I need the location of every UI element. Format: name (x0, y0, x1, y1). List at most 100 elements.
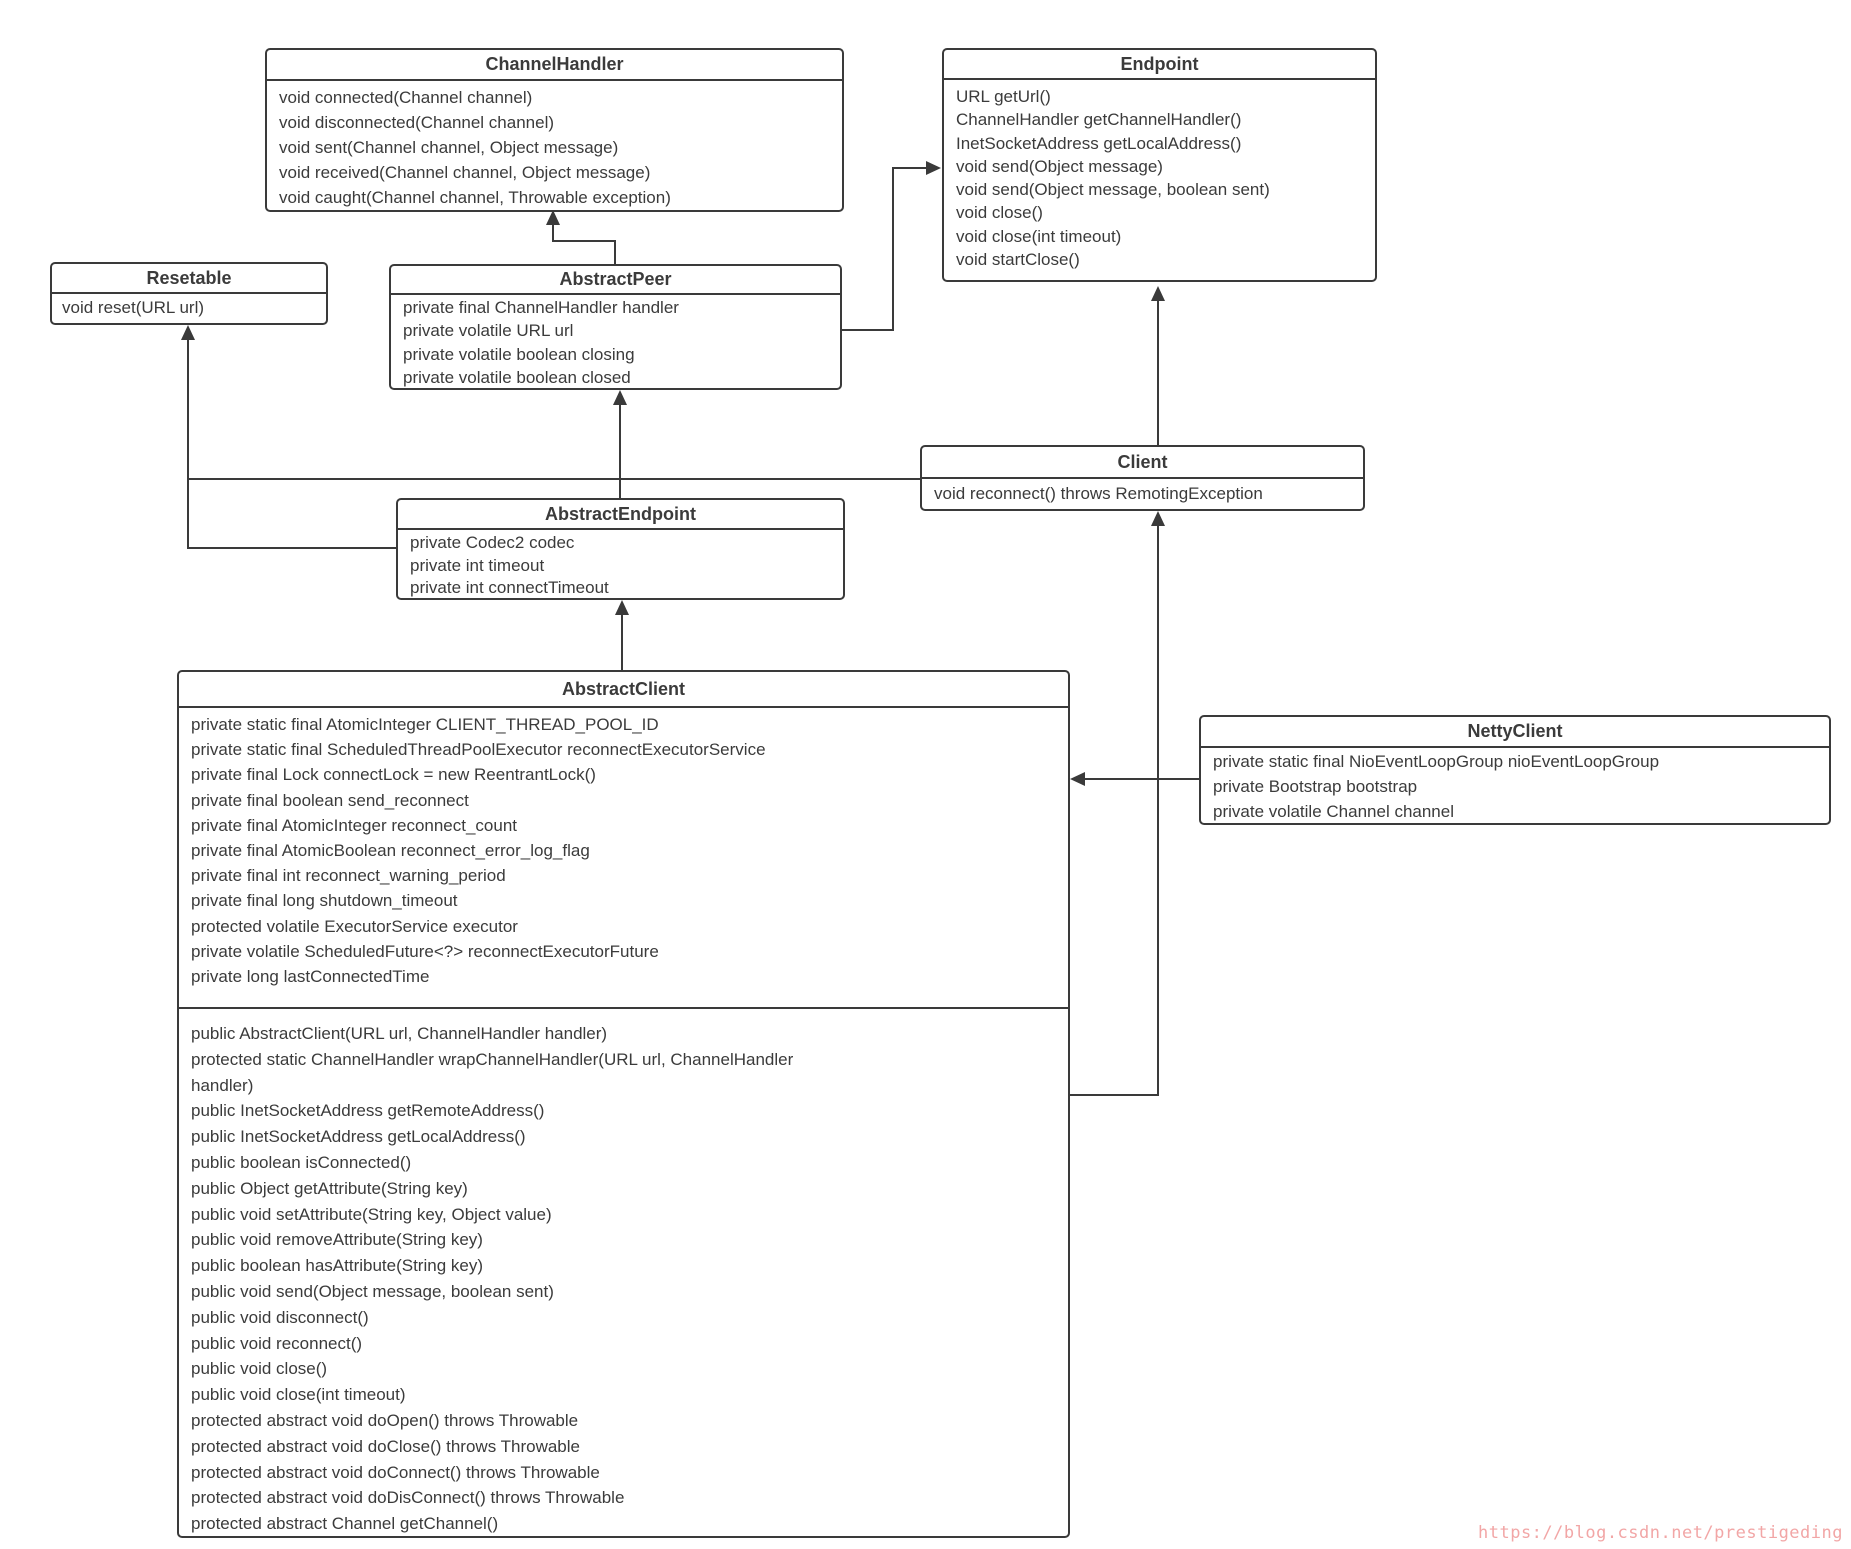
connector-segment (552, 223, 554, 242)
member-line: public InetSocketAddress getLocalAddress… (191, 1127, 526, 1147)
class-box-nettyclient: NettyClient private static final NioEven… (1199, 715, 1831, 825)
member-line: protected abstract void doClose() throws… (191, 1436, 580, 1456)
inheritance-arrowhead-icon (1151, 511, 1165, 526)
class-title-client: Client (922, 447, 1363, 479)
member-line: void close() (956, 203, 1043, 223)
member-line: public Object getAttribute(String key) (191, 1178, 468, 1198)
member-line: protected abstract Channel getChannel() (191, 1514, 499, 1534)
abstractclient-methods: public AbstractClient(URL url, ChannelHa… (179, 1009, 1068, 1537)
class-box-resetable: Resetable void reset(URL url) (50, 262, 328, 325)
member-line: private int timeout (410, 555, 545, 575)
member-line: private long lastConnectedTime (191, 967, 430, 987)
connector-segment (188, 547, 396, 549)
member-line: private static final AtomicInteger CLIEN… (191, 715, 659, 734)
member-line: InetSocketAddress getLocalAddress() (956, 133, 1242, 153)
member-line: void reconnect() throws RemotingExceptio… (934, 484, 1263, 503)
member-line: void close(int timeout) (956, 226, 1122, 246)
member-line: private final AtomicBoolean reconnect_er… (191, 841, 590, 861)
member-line: void send(Object message) (956, 156, 1163, 176)
member-line: protected abstract void doConnect() thro… (191, 1462, 600, 1482)
member-line: void reset(URL url) (62, 298, 205, 317)
connector-segment (619, 403, 621, 498)
member-line: public InetSocketAddress getRemoteAddres… (191, 1101, 545, 1121)
member-line: public void removeAttribute(String key) (191, 1230, 483, 1250)
member-line: handler) (191, 1075, 254, 1095)
inheritance-arrowhead-icon (926, 161, 941, 175)
inheritance-arrowhead-icon (546, 210, 560, 225)
member-line: private volatile URL url (403, 321, 574, 341)
inheritance-arrowhead-icon (1151, 286, 1165, 301)
inheritance-arrowhead-icon (613, 390, 627, 405)
member-line: protected abstract void doDisConnect() t… (191, 1488, 625, 1508)
member-line: private int connectTimeout (410, 578, 609, 597)
abstractclient-attributes: private static final AtomicInteger CLIEN… (179, 708, 1068, 1009)
class-title-abstractclient: AbstractClient (179, 672, 1068, 708)
member-line: private final boolean send_reconnect (191, 790, 469, 810)
member-line: private static final ScheduledThreadPool… (191, 740, 766, 760)
connector-segment (1157, 524, 1159, 1096)
connector-segment (621, 613, 623, 670)
inheritance-arrowhead-icon (181, 325, 195, 340)
class-title-resetable: Resetable (52, 264, 326, 294)
client-methods: void reconnect() throws RemotingExceptio… (922, 479, 1363, 508)
endpoint-methods: URL getUrl()ChannelHandler getChannelHan… (944, 80, 1375, 271)
member-line: void sent(Channel channel, Object messag… (279, 138, 619, 157)
member-line: public AbstractClient(URL url, ChannelHa… (191, 1024, 608, 1043)
member-line: private Bootstrap bootstrap (1213, 777, 1418, 796)
member-line: private volatile boolean closed (403, 368, 631, 388)
member-line: private volatile ScheduledFuture<?> reco… (191, 941, 659, 961)
connector-segment (842, 329, 894, 331)
connector-segment (892, 167, 928, 169)
member-line: void startClose() (956, 250, 1080, 270)
connector-segment (187, 338, 189, 549)
class-title-channelhandler: ChannelHandler (267, 50, 842, 81)
nettyclient-attributes: private static final NioEventLoopGroup n… (1201, 748, 1829, 824)
class-title-abstractendpoint: AbstractEndpoint (398, 500, 843, 530)
class-box-abstractclient: AbstractClient private static final Atom… (177, 670, 1070, 1538)
member-line: private final ChannelHandler handler (403, 298, 679, 317)
member-line: public boolean isConnected() (191, 1152, 412, 1172)
member-line: public void reconnect() (191, 1333, 363, 1353)
member-line: public void setAttribute(String key, Obj… (191, 1204, 552, 1224)
member-line: private final long shutdown_timeout (191, 891, 458, 911)
connector-segment (553, 240, 616, 242)
member-line: private volatile boolean closing (403, 344, 635, 364)
member-line: private final int reconnect_warning_peri… (191, 866, 506, 886)
member-line: private Codec2 codec (410, 533, 575, 552)
member-line: public void close(int timeout) (191, 1385, 406, 1405)
connector-segment (892, 168, 894, 331)
abstractpeer-attributes: private final ChannelHandler handler priv… (391, 295, 840, 390)
member-line: private static final NioEventLoopGroup n… (1213, 752, 1660, 771)
connector-segment (1070, 1094, 1159, 1096)
member-line: public void send(Object message, boolean… (191, 1281, 554, 1301)
member-line: public void close() (191, 1359, 328, 1379)
member-line: void received(Channel channel, Object me… (279, 163, 651, 182)
member-line: public void disconnect() (191, 1307, 369, 1327)
class-box-endpoint: Endpoint URL getUrl()ChannelHandler getC… (942, 48, 1377, 282)
member-line: protected static ChannelHandler wrapChan… (191, 1049, 794, 1069)
inheritance-arrowhead-icon (615, 600, 629, 615)
member-line: private volatile Channel channel (1213, 802, 1454, 821)
watermark-text: https://blog.csdn.net/prestigeding (1478, 1523, 1843, 1543)
channelhandler-methods: void connected(Channel channel) void disc… (267, 81, 842, 210)
connector-segment (188, 478, 920, 480)
class-box-abstractpeer: AbstractPeer private final ChannelHandle… (389, 264, 842, 390)
connector-segment (1157, 299, 1159, 445)
inheritance-arrowhead-icon (1070, 772, 1085, 786)
class-box-client: Client void reconnect() throws RemotingE… (920, 445, 1365, 511)
member-line: public boolean hasAttribute(String key) (191, 1256, 483, 1276)
member-line: private final AtomicInteger reconnect_co… (191, 815, 518, 835)
member-line: void connected(Channel channel) (279, 88, 533, 107)
class-title-endpoint: Endpoint (944, 50, 1375, 80)
member-line: void send(Object message, boolean sent) (956, 180, 1270, 200)
resetable-methods: void reset(URL url) (52, 294, 326, 322)
member-line: protected volatile ExecutorService execu… (191, 916, 518, 936)
member-line: void disconnected(Channel channel) (279, 113, 555, 132)
member-line: ChannelHandler getChannelHandler() (956, 110, 1242, 130)
connector-segment (614, 240, 616, 266)
class-title-abstractpeer: AbstractPeer (391, 266, 840, 295)
connector-segment (1084, 778, 1199, 780)
class-box-channelhandler: ChannelHandler void connected(Channel ch… (265, 48, 844, 212)
class-title-nettyclient: NettyClient (1201, 717, 1829, 748)
